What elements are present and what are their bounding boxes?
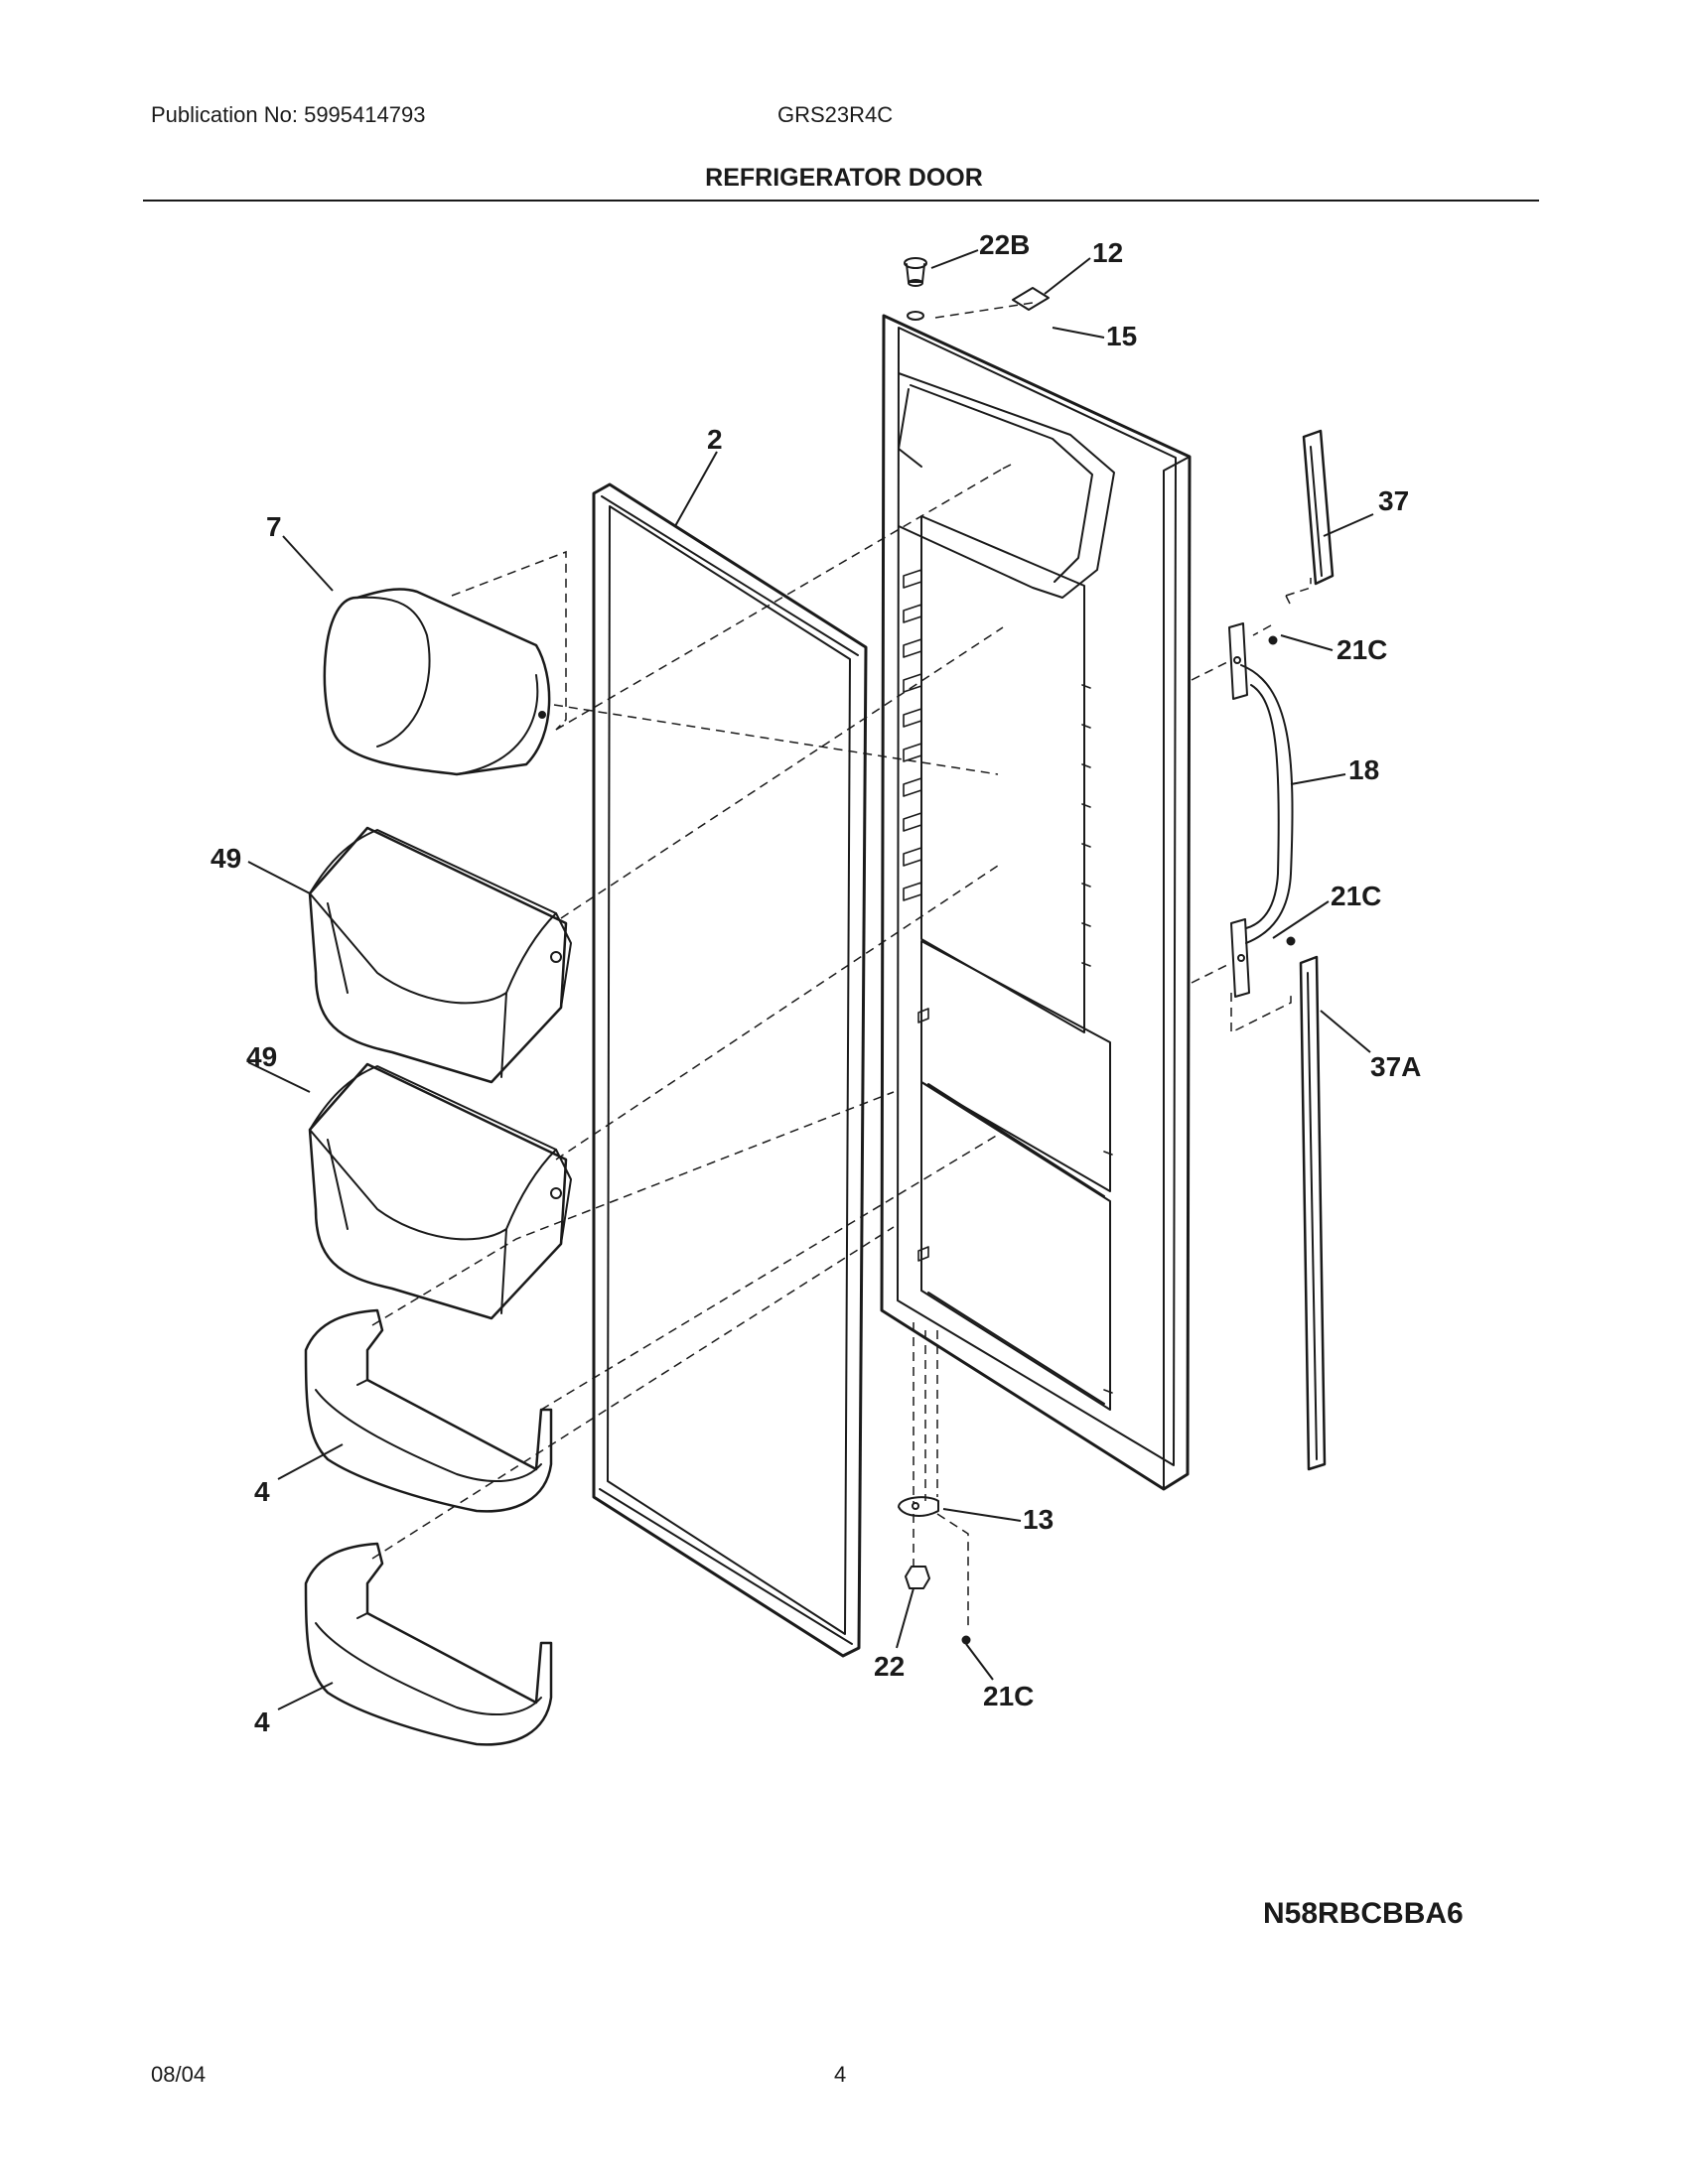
door-handle-part bbox=[1228, 622, 1294, 998]
door-bin-part bbox=[308, 1062, 572, 1320]
publication-date: 08/04 bbox=[151, 2062, 207, 2087]
callout-4-upper: 4 bbox=[254, 1476, 270, 1507]
callout-12: 12 bbox=[1092, 237, 1123, 268]
callout-21C-middle: 21C bbox=[1331, 881, 1381, 911]
refrigerator-door-part bbox=[880, 311, 1192, 1491]
header-rule bbox=[143, 200, 1539, 202]
callout-7: 7 bbox=[266, 511, 282, 542]
callout-4-lower: 4 bbox=[254, 1706, 270, 1737]
screw-parts bbox=[961, 635, 1296, 1645]
door-bin-part bbox=[308, 826, 572, 1084]
shim-part bbox=[1012, 287, 1050, 311]
callout-2: 2 bbox=[707, 424, 723, 455]
callout-18: 18 bbox=[1348, 754, 1379, 785]
leader-lines bbox=[247, 249, 1374, 1710]
hinge-bushing-part bbox=[904, 257, 927, 287]
page-title: REFRIGERATOR DOOR bbox=[705, 164, 983, 192]
callout-49-lower: 49 bbox=[246, 1041, 277, 1072]
handle-trim-upper-part bbox=[1302, 429, 1335, 586]
callout-21C-lower: 21C bbox=[983, 1681, 1034, 1711]
callout-37A: 37A bbox=[1370, 1051, 1421, 1082]
shallow-door-bin-part bbox=[304, 1542, 553, 1746]
shallow-door-bin-part bbox=[304, 1308, 553, 1513]
door-gasket-part bbox=[592, 482, 868, 1658]
publication-number: Publication No: 5995414793 bbox=[151, 102, 426, 127]
callout-22: 22 bbox=[874, 1651, 905, 1682]
handle-trim-lower-part bbox=[1299, 955, 1327, 1471]
callout-22B: 22B bbox=[979, 229, 1030, 260]
callout-13: 13 bbox=[1023, 1504, 1054, 1535]
assembly-lines bbox=[371, 302, 1312, 1628]
page-number: 4 bbox=[834, 2062, 847, 2087]
callout-21C-upper: 21C bbox=[1336, 634, 1387, 665]
callout-15: 15 bbox=[1106, 321, 1137, 351]
diagram-code: N58RBCBBA6 bbox=[1263, 1897, 1464, 1930]
callout-49-upper: 49 bbox=[211, 843, 241, 874]
bottom-hinge-part bbox=[898, 1496, 939, 1517]
callout-37: 37 bbox=[1378, 485, 1409, 516]
hinge-bushing-lower-part bbox=[905, 1566, 930, 1589]
model-number: GRS23R4C bbox=[777, 102, 894, 127]
dairy-compartment-part bbox=[323, 588, 551, 776]
